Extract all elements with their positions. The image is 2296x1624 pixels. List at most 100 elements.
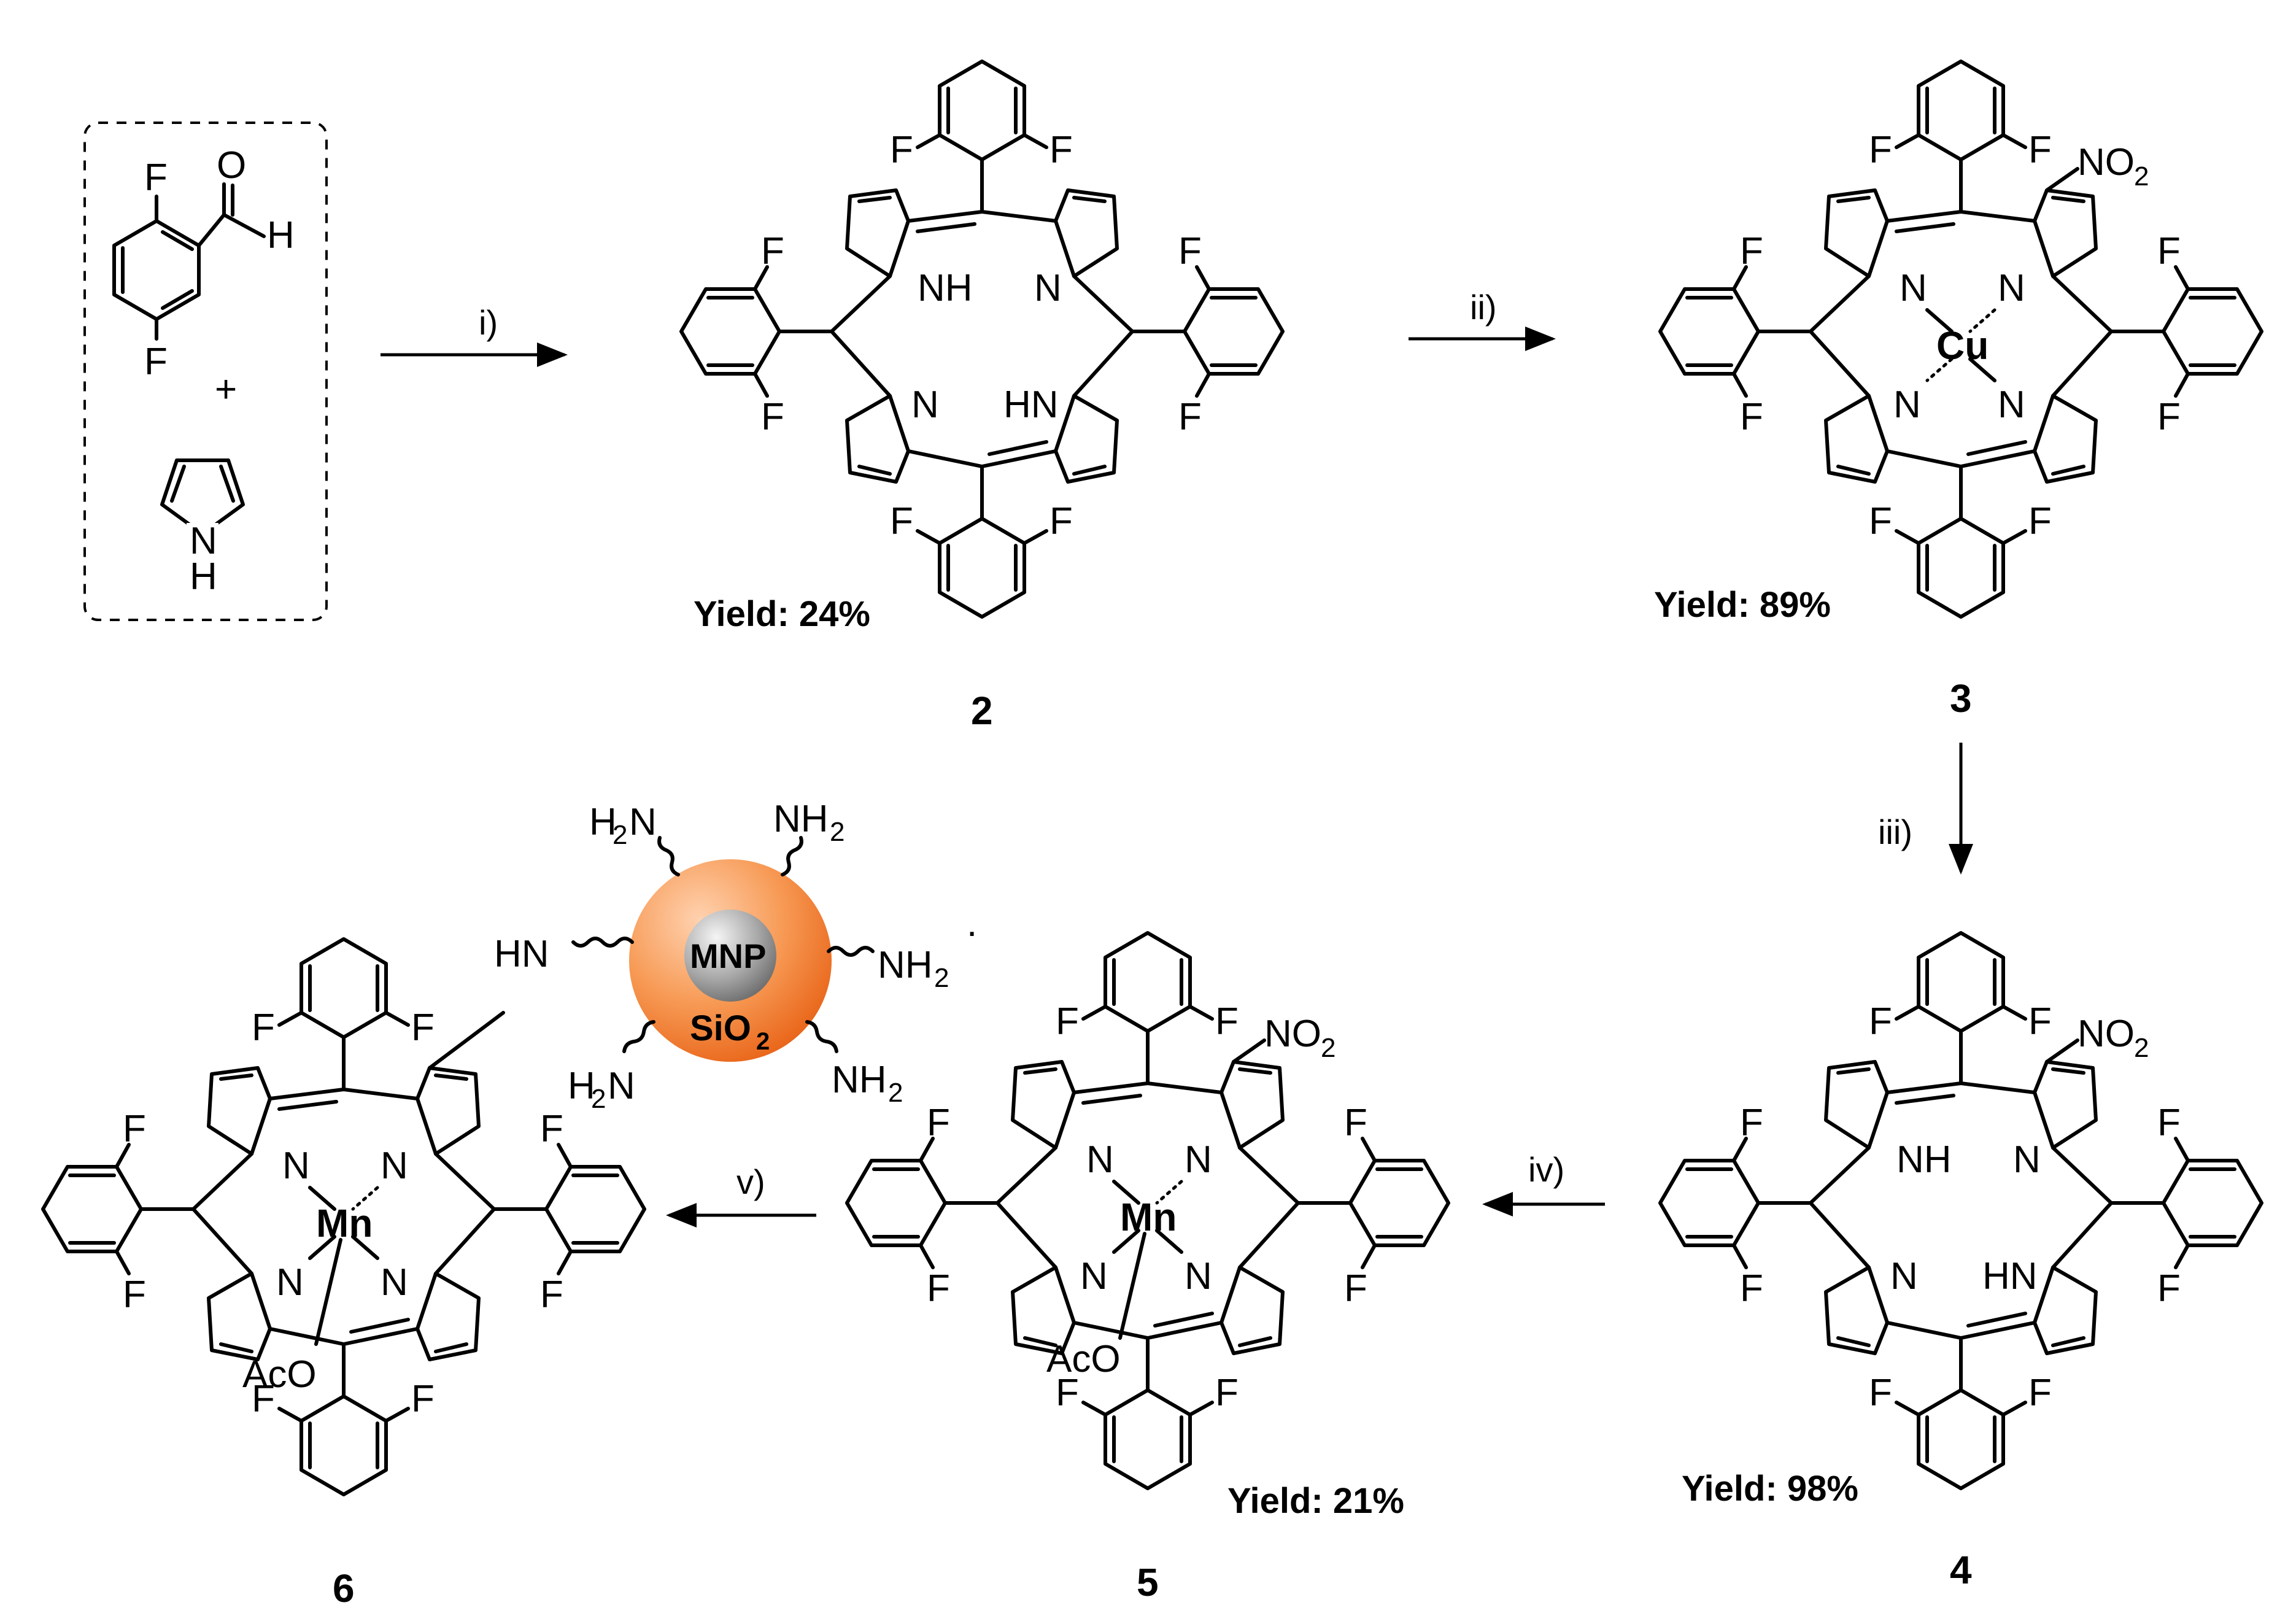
amine-label: NH [773, 798, 829, 840]
fluorine-label: F [1869, 500, 1892, 543]
step-label-v: v) [736, 1162, 765, 1201]
linker-wave [622, 1020, 655, 1053]
fluorine-label: F [1740, 230, 1763, 273]
difluorophenyl-left: F F [845, 1102, 950, 1310]
fluorine-label: F [540, 1274, 563, 1316]
n-label: N [1185, 1255, 1212, 1297]
fluorine-label: F [1215, 1000, 1239, 1043]
fluorine-label: F [761, 396, 784, 438]
n-label: N [1034, 267, 1062, 309]
nitro-label: NO [2078, 1013, 2135, 1055]
fluorine-label: F [540, 1108, 563, 1150]
fluorine-label: F [1740, 1102, 1763, 1144]
amine-label: N [608, 1065, 635, 1107]
fluorine-label: F [1178, 396, 1202, 438]
manganese-label: Mn [316, 1201, 373, 1245]
difluorophenyl-top: F F [1056, 931, 1239, 1043]
arrow-step-iv: iv) [1482, 1150, 1605, 1216]
difluorophenyl-right: F F [1344, 1102, 1450, 1310]
difluorophenyl-right: F F [540, 1108, 646, 1316]
step-label-i: i) [479, 303, 498, 342]
linker-wave [805, 1020, 838, 1053]
amine-label: H [589, 801, 617, 843]
compound-5: N N N N Mn AcO NO 2 F F F F F F [845, 931, 1450, 1604]
difluorophenyl-right: F F [2157, 230, 2263, 438]
n-label: N [2013, 1139, 2041, 1181]
yield-label: Yield: 24% [694, 594, 870, 634]
magnetic-core [684, 910, 776, 1002]
arrow-step-i: i) [381, 303, 568, 367]
linker-wave [657, 836, 680, 876]
n-label: N [381, 1145, 408, 1187]
compound-3: N N N N Cu NO 2 F F F F F F [1654, 60, 2263, 721]
fluorine-label: F [411, 1007, 435, 1049]
core-label: MNP [690, 937, 766, 975]
amine-label: N [629, 801, 657, 843]
difluorophenyl-bottom: F F [1869, 500, 2052, 619]
n-label: N [1998, 384, 2025, 426]
yield-label: Yield: 98% [1682, 1469, 1858, 1509]
amine-label: NH [832, 1059, 887, 1101]
compound-4: NH N N HN NO 2 F F F F F F [1658, 931, 2263, 1592]
fluorine-label: F [1178, 230, 1202, 273]
compound-number: 4 [1950, 1548, 1972, 1592]
linker-wave [827, 946, 875, 957]
nitro-label: NO [2078, 141, 2135, 184]
difluorophenyl-bottom: F F [1056, 1372, 1239, 1490]
acetate-label: AcO [1046, 1338, 1121, 1380]
fluorine-label: F [252, 1378, 275, 1420]
reactants-box: F F O H + N H [83, 122, 328, 621]
subscript-2: 2 [2134, 1033, 2149, 1063]
fluorine-label: F [1869, 1372, 1892, 1414]
difluorophenyl-top: F F [1869, 931, 2052, 1043]
arrow-step-iii: iii) [1878, 743, 1973, 875]
fluorine-label: F [890, 129, 913, 171]
step-label-iii: iii) [1878, 813, 1912, 851]
fluorine-label: F [252, 1007, 275, 1049]
step-label-ii: ii) [1470, 288, 1497, 327]
fluorine-label: F [1056, 1000, 1079, 1043]
compound-6: N N N N Mn AcO F F F F F F [41, 937, 646, 1610]
amine-subscript: 2 [830, 817, 845, 847]
difluorophenyl-left: F F [1658, 1102, 1763, 1310]
arrow-step-v: v) [666, 1162, 816, 1228]
difluorobenzaldehyde: F F O H [112, 144, 295, 383]
fluorine-label: F [1049, 500, 1073, 543]
n-label: N [1086, 1139, 1114, 1181]
hydrogen-label: H [267, 214, 295, 257]
difluorophenyl-left: F F [1658, 230, 1763, 438]
linker-wave [781, 836, 803, 876]
nitro-label: NO [1264, 1013, 1321, 1055]
fluorine-label: F [123, 1274, 146, 1316]
nh-label: NH [918, 267, 973, 309]
fluorine-label: F [1869, 129, 1892, 171]
compound-number: 5 [1137, 1560, 1159, 1604]
pyrrole: N H [160, 458, 245, 598]
amine-label: NH [878, 944, 933, 986]
shell-label: SiO [690, 1008, 751, 1048]
fluorine-label: F [2157, 396, 2181, 438]
difluorophenyl-top: F F [1869, 60, 2052, 171]
difluorophenyl-bottom: F F [1869, 1372, 2052, 1490]
fluorine-label: F [144, 157, 168, 199]
fluorine-label: F [411, 1378, 435, 1420]
manganese-label: Mn [1120, 1195, 1177, 1239]
fluorine-label: F [2157, 1267, 2181, 1310]
dot: . [967, 902, 977, 945]
difluorophenyl-left: F F [679, 230, 784, 438]
fluorine-label: F [2157, 230, 2181, 273]
fluorine-label: F [2028, 1000, 2052, 1043]
n-label: N [1900, 267, 1927, 309]
amine-subscript: 2 [934, 963, 949, 993]
yield-label: Yield: 89% [1654, 585, 1831, 625]
n-label: N [1998, 267, 2025, 309]
arrow-step-ii: ii) [1409, 288, 1556, 351]
fluorine-label: F [927, 1267, 950, 1310]
fluorine-label: F [1740, 1267, 1763, 1310]
nh-label: NH [1896, 1139, 1952, 1181]
oxygen-label: O [217, 144, 246, 187]
n-label: N [381, 1261, 408, 1304]
fluorine-label: F [2028, 129, 2052, 171]
hn-label: HN [1003, 384, 1059, 426]
compound-number: 6 [333, 1566, 355, 1610]
